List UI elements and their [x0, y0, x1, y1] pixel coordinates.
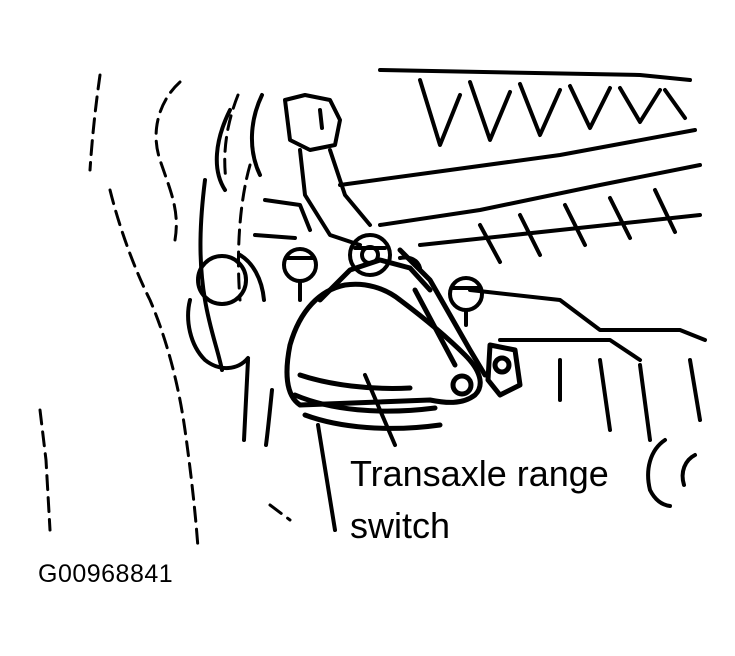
lower-housing	[468, 288, 707, 508]
left-hidden-outline	[38, 73, 292, 550]
range-switch-body	[284, 247, 523, 431]
callout-line-2: switch	[350, 505, 451, 546]
leader-lines	[316, 373, 397, 532]
bolt-left	[282, 247, 318, 302]
left-bracket	[186, 93, 274, 447]
bolt-center	[348, 233, 392, 277]
mounting-bolts	[282, 233, 484, 327]
callout-line-1: Transaxle range	[350, 453, 609, 494]
range-switch-callout: Transaxle range switch	[350, 448, 609, 552]
upper-link	[253, 93, 372, 247]
bolt-right	[448, 276, 484, 327]
figure-id: G00968841	[38, 560, 174, 588]
transaxle-case	[338, 68, 702, 264]
